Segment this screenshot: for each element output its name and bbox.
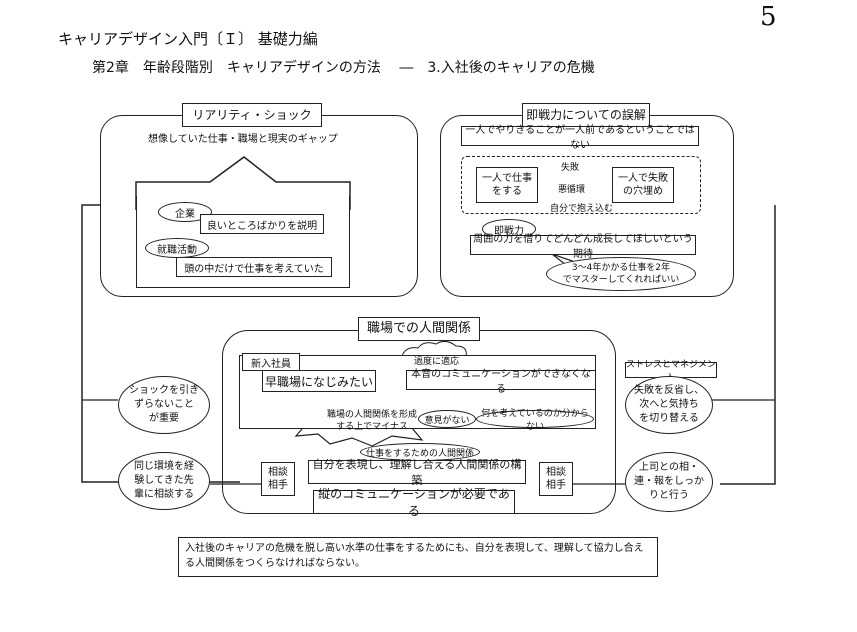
chapter-title: 第2章 年齢段階別 キャリアデザインの方法 ― 3.入社後のキャリアの危機 xyxy=(92,60,595,76)
consult-left: 相談 相手 xyxy=(261,462,295,496)
fit-in-text: 早職場になじみたい xyxy=(262,370,376,392)
jobhunt-text: 頭の中だけで仕事を考えていた xyxy=(176,257,332,277)
book-title: キャリアデザイン入門〔Ｉ〕 基礎力編 xyxy=(58,30,318,48)
one-person-statement: 一人でやりきることが一人前であるということではない xyxy=(461,125,699,151)
conclusion-text: 入社後のキャリアの危機を脱し高い水準の仕事をするためにも、自分を表現して、理解し… xyxy=(185,543,644,569)
company-text: 良いところばかりを説明 xyxy=(200,214,324,234)
workplace-title: 職場での人間関係 xyxy=(358,317,480,341)
conclusion-box: 入社後のキャリアの危機を脱し高い水準の仕事をするためにも、自分を表現して、理解し… xyxy=(178,537,658,577)
cloud-adapt-text: 過度に適応 xyxy=(414,357,460,367)
shock-oval: ショックを引き ずらないこと が重要 xyxy=(118,376,210,434)
gap-text: 想像していた仕事・職場と現実のギャップ xyxy=(148,134,338,145)
arrow-label-self: 自分で抱え込む xyxy=(550,204,614,214)
expectation-text: 周囲の力を借りてどんどん成長してほしいという期待 xyxy=(470,234,696,260)
consult-right: 相談 相手 xyxy=(539,462,573,496)
express-text: 自分を表現し、理解し合える人間関係の構築 xyxy=(308,458,526,487)
newcomer-label: 新入社員 xyxy=(242,353,300,371)
arrow-label-cycle: 悪循環 xyxy=(558,185,586,195)
bubble-text: 3～4年かかる仕事を2年 でマスターしてくれればいい xyxy=(546,257,696,291)
reflect-oval: 失敗を反省し、 次へと気持ち を切り替える xyxy=(625,376,713,434)
unknown-oval: 何を考えているのか分からない xyxy=(476,409,594,432)
no-opinion-oval: 意見がない xyxy=(418,410,476,428)
burst-text: 職場の人間関係を形成 する上でマイナス xyxy=(326,410,417,432)
reality-shock-title: リアリティ・ショック xyxy=(182,103,322,127)
arrow-label-failure: 失敗 xyxy=(561,163,580,173)
immediate-force-title: 即戦力についての誤解 xyxy=(522,103,650,127)
jobhunt-label: 就職活動 xyxy=(145,238,209,258)
no-comm-text: 本音のコミュニケーションができなくなる xyxy=(406,369,596,395)
report-oval: 上司との相・ 連・報をしっか りと行う xyxy=(625,452,713,512)
up-arrow-shape xyxy=(135,156,351,210)
company-label: 企業 xyxy=(158,202,212,222)
senior-oval: 同じ環境を経 験してきた先 輩に相談する xyxy=(118,452,210,510)
left-node: 一人で仕事 をする xyxy=(476,167,538,203)
vertical-comm-text: 縦のコミュニケーションが必要である xyxy=(313,487,515,518)
page-mark: 5 xyxy=(760,2,777,32)
right-node: 一人で失敗 の穴埋め xyxy=(612,167,674,203)
